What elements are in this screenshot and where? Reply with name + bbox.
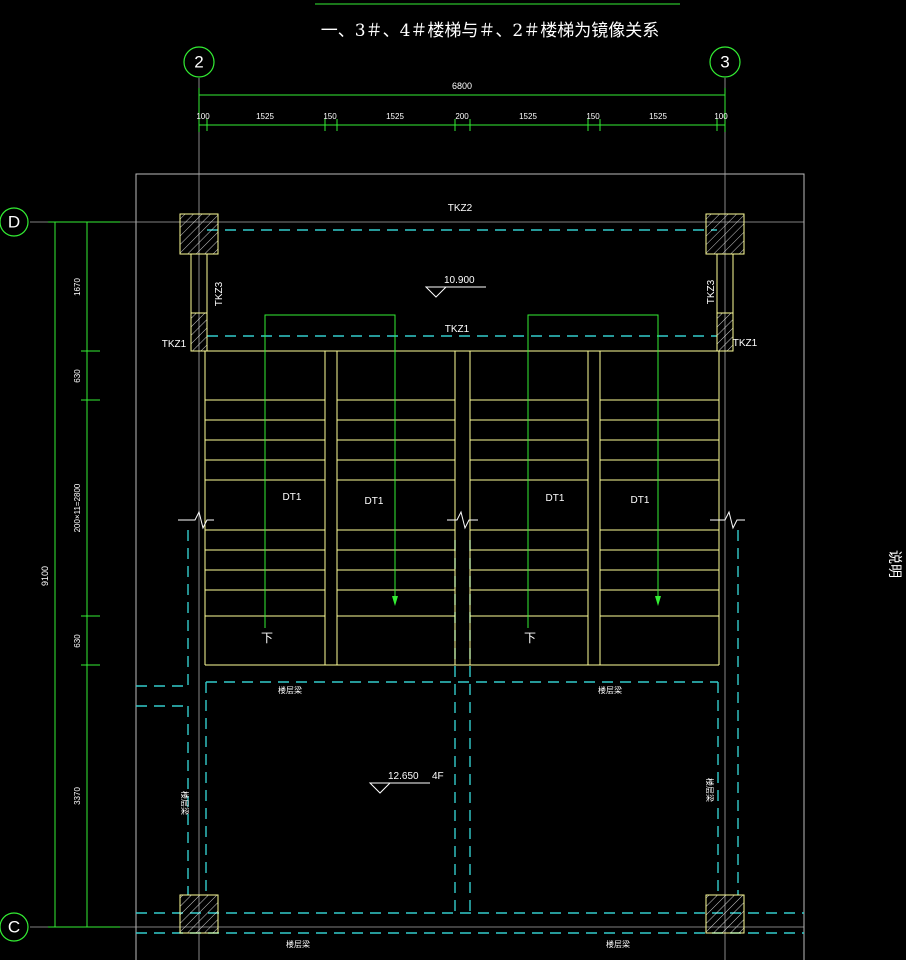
dim-top-seg-5: 200 [455,112,469,121]
elevation-upper-value: 10.900 [444,275,475,286]
label-floor-beam-v-right: 楼层梁 [705,778,715,802]
dim-left-seg-4: 630 [73,634,82,648]
column-top-right[interactable] [705,213,745,255]
arrow-head-left-icon [392,596,398,606]
label-tkz1-left: TKZ1 [162,339,187,350]
dim-top-seg-8: 1525 [649,112,667,121]
axis-bubble-3[interactable]: 3 [709,46,741,78]
column-tkz1-right[interactable] [716,312,734,352]
label-tkz2: TKZ2 [448,203,473,214]
label-tkz3-left: TKZ3 [214,281,225,306]
elevation-lower-floor: 4F [432,771,444,782]
walls [190,254,734,666]
dim-top-seg-4: 1525 [386,112,404,121]
dim-top-seg-1: 100 [196,112,210,121]
dim-left-seg-1: 1670 [73,278,82,296]
dim-top-seg-3: 150 [323,112,337,121]
axis-label-3: 3 [720,53,729,72]
dim-left-seg-2: 630 [73,369,82,383]
outer-frame [135,173,805,960]
axis-bubble-d[interactable]: D [0,207,29,237]
stair-flights [205,350,719,666]
top-dimensions [198,88,726,132]
label-floor-beam-v-left: 楼层梁 [180,791,190,815]
label-dt1-d: DT1 [631,495,650,506]
arrow-head-right-icon [655,596,661,606]
label-dt1-a: DT1 [283,492,302,503]
label-down-b: 下 [524,631,536,645]
dim-top-seg-2: 1525 [256,112,274,121]
dim-left-total: 9100 [40,566,50,586]
elevation-lower-value: 12.650 [388,771,419,782]
dim-left-seg-5: 3370 [73,787,82,805]
axis-label-2: 2 [194,53,203,72]
dim-top-seg-7: 150 [586,112,600,121]
axis-label-d: D [8,213,20,232]
dashed-beams [136,229,804,934]
dim-top-seg-6: 1525 [519,112,537,121]
label-dt1-c: DT1 [546,493,565,504]
axis-bubble-2[interactable]: 2 [183,46,215,78]
label-floor-beam-2: 楼层梁 [598,685,622,695]
elevation-lower: 12.650 4F [368,771,444,794]
label-floor-beam-1: 楼层梁 [278,685,302,695]
axis-label-c: C [8,918,20,937]
label-dt1-b: DT1 [365,496,384,507]
label-tkz3-right: TKZ3 [706,279,717,304]
column-tkz1-left[interactable] [190,312,208,352]
label-floor-beam-3: 楼层梁 [286,939,310,949]
break-lines [178,510,745,530]
column-top-left[interactable] [179,213,219,255]
axis-lines [30,78,804,960]
label-floor-beam-4: 楼层梁 [606,939,630,949]
dim-top-seg-9: 100 [714,112,728,121]
drawing-title: 一、3＃、4＃楼梯与＃、2＃楼梯为镜像关系 [321,21,659,41]
left-dimensions [48,221,120,928]
label-tkz1-mid: TKZ1 [445,324,470,335]
axis-bubble-c[interactable]: C [0,912,29,942]
dim-top-total: 6800 [452,81,472,91]
note-fragment: 说明 [887,550,903,578]
column-bottom-left[interactable] [179,894,219,934]
column-bottom-right[interactable] [705,894,745,934]
elevation-upper: 10.900 [424,275,486,298]
direction-arrows [264,314,659,628]
label-down-a: 下 [261,631,273,645]
dim-left-seg-3: 200×11=2800 [73,483,82,532]
label-tkz1-right: TKZ1 [733,338,758,349]
